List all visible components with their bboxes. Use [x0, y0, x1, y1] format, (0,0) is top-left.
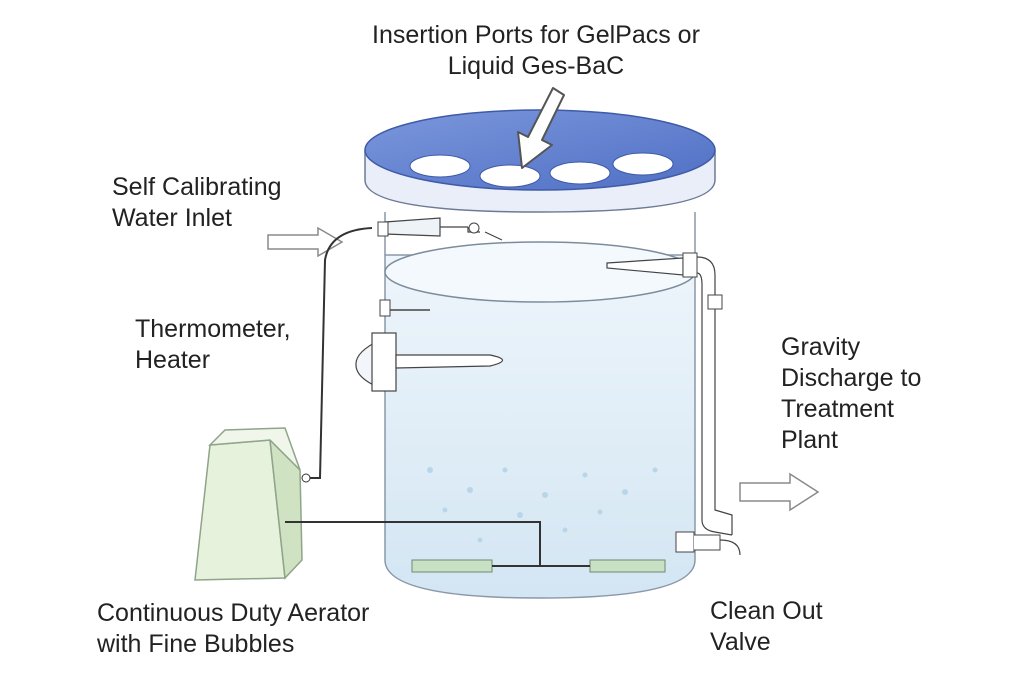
- aerator-line-1: Continuous Duty Aerator: [97, 599, 370, 627]
- discharge-pipe: [606, 252, 733, 536]
- gravity-discharge-label: Gravity Discharge to Treatment Plant: [781, 332, 921, 456]
- thermometer-line-1: Thermometer,: [135, 315, 291, 343]
- gravity-discharge-line-4: Plant: [781, 426, 838, 454]
- insertion-port-1: [409, 154, 471, 178]
- right-arrow-icon: [267, 226, 344, 258]
- diffuser-right: [589, 559, 666, 573]
- thermometer-label: Thermometer, Heater: [135, 314, 291, 376]
- heater: [355, 332, 504, 392]
- insertion-ports-line-1: Insertion Ports for GelPacs or: [372, 21, 700, 49]
- aerator-unit: [194, 427, 541, 581]
- water-inlet-line-2: Water Inlet: [112, 204, 232, 232]
- aerator-top: [208, 427, 301, 471]
- insertion-ports-line-2: Liquid Ges-BaC: [447, 52, 625, 80]
- down-arrow-icon: [517, 87, 565, 169]
- air-line: [285, 521, 541, 566]
- gravity-discharge-line-3: Treatment: [781, 395, 895, 423]
- fine-bubbles: [427, 467, 658, 543]
- clean-out-label: Clean Out Valve: [710, 596, 823, 658]
- diffuser-left: [411, 559, 493, 573]
- water-inlet-label: Self Calibrating Water Inlet: [112, 172, 282, 234]
- gravity-discharge-line-1: Gravity: [781, 333, 861, 361]
- tank-water: [384, 254, 696, 599]
- insertion-port-4: [612, 152, 674, 176]
- control-wire: [306, 227, 373, 479]
- discharge-arrow-icon: [739, 472, 820, 512]
- water-inlet-fitting: [377, 217, 503, 241]
- clean-out-line-2: Valve: [710, 628, 771, 656]
- insertion-port-2: [479, 164, 541, 188]
- aerator-line-2: with Fine Bubbles: [97, 630, 295, 658]
- clean-out-line-1: Clean Out: [710, 597, 823, 625]
- insertion-ports-label: Insertion Ports for GelPacs or Liquid Ge…: [372, 20, 700, 82]
- gravity-discharge-line-2: Discharge to: [781, 364, 922, 392]
- thermometer-probe: [379, 299, 430, 317]
- aerator-front: [194, 439, 286, 581]
- water-inlet-line-1: Self Calibrating: [112, 173, 282, 201]
- clean-out-valve: [675, 531, 741, 556]
- insertion-port-3: [549, 161, 611, 185]
- tank: [384, 212, 696, 599]
- thermometer-line-2: Heater: [135, 346, 211, 374]
- aerator-label: Continuous Duty Aerator with Fine Bubble…: [97, 598, 369, 660]
